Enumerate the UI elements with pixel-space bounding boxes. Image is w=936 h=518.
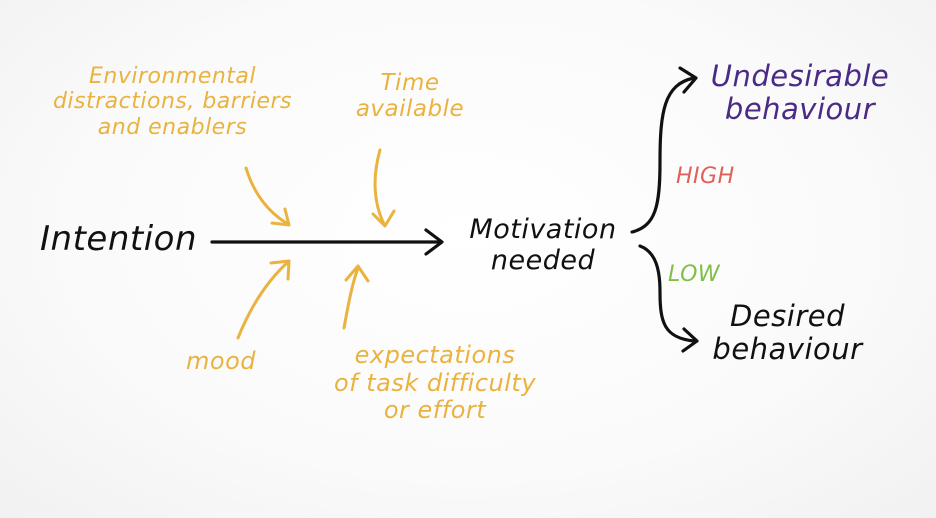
low-branch-arrow-head (681, 327, 699, 353)
desired-behaviour-label: Desired behaviour (712, 299, 863, 367)
mood-arrow (236, 260, 290, 340)
expectations-arrow-head (344, 264, 370, 283)
undesirable-behaviour-label: Undesirable behaviour (710, 59, 890, 127)
mood-arrow-head (269, 259, 291, 281)
environmental-label: Environmental distractions, barriers and… (52, 64, 293, 140)
environmental-arrow (244, 166, 290, 226)
time-arrow (373, 148, 386, 226)
low-label: LOW (668, 262, 721, 287)
time-arrow-head (371, 209, 396, 228)
environmental-arrow-head (270, 207, 291, 227)
expectations-arrow (342, 266, 360, 330)
expectations-label: expectations of task difficulty or effor… (333, 341, 537, 425)
time-available-label: Time available (355, 70, 465, 123)
intention-label: Intention (40, 219, 198, 259)
high-branch-arrow (630, 76, 696, 234)
low-branch-arrow (638, 244, 696, 343)
motivation-label: Motivation needed (469, 214, 617, 277)
high-label: HIGH (676, 164, 735, 189)
mood-label: mood (186, 347, 256, 375)
main-arrow-head (424, 228, 444, 256)
high-branch-arrow-head (678, 66, 698, 94)
